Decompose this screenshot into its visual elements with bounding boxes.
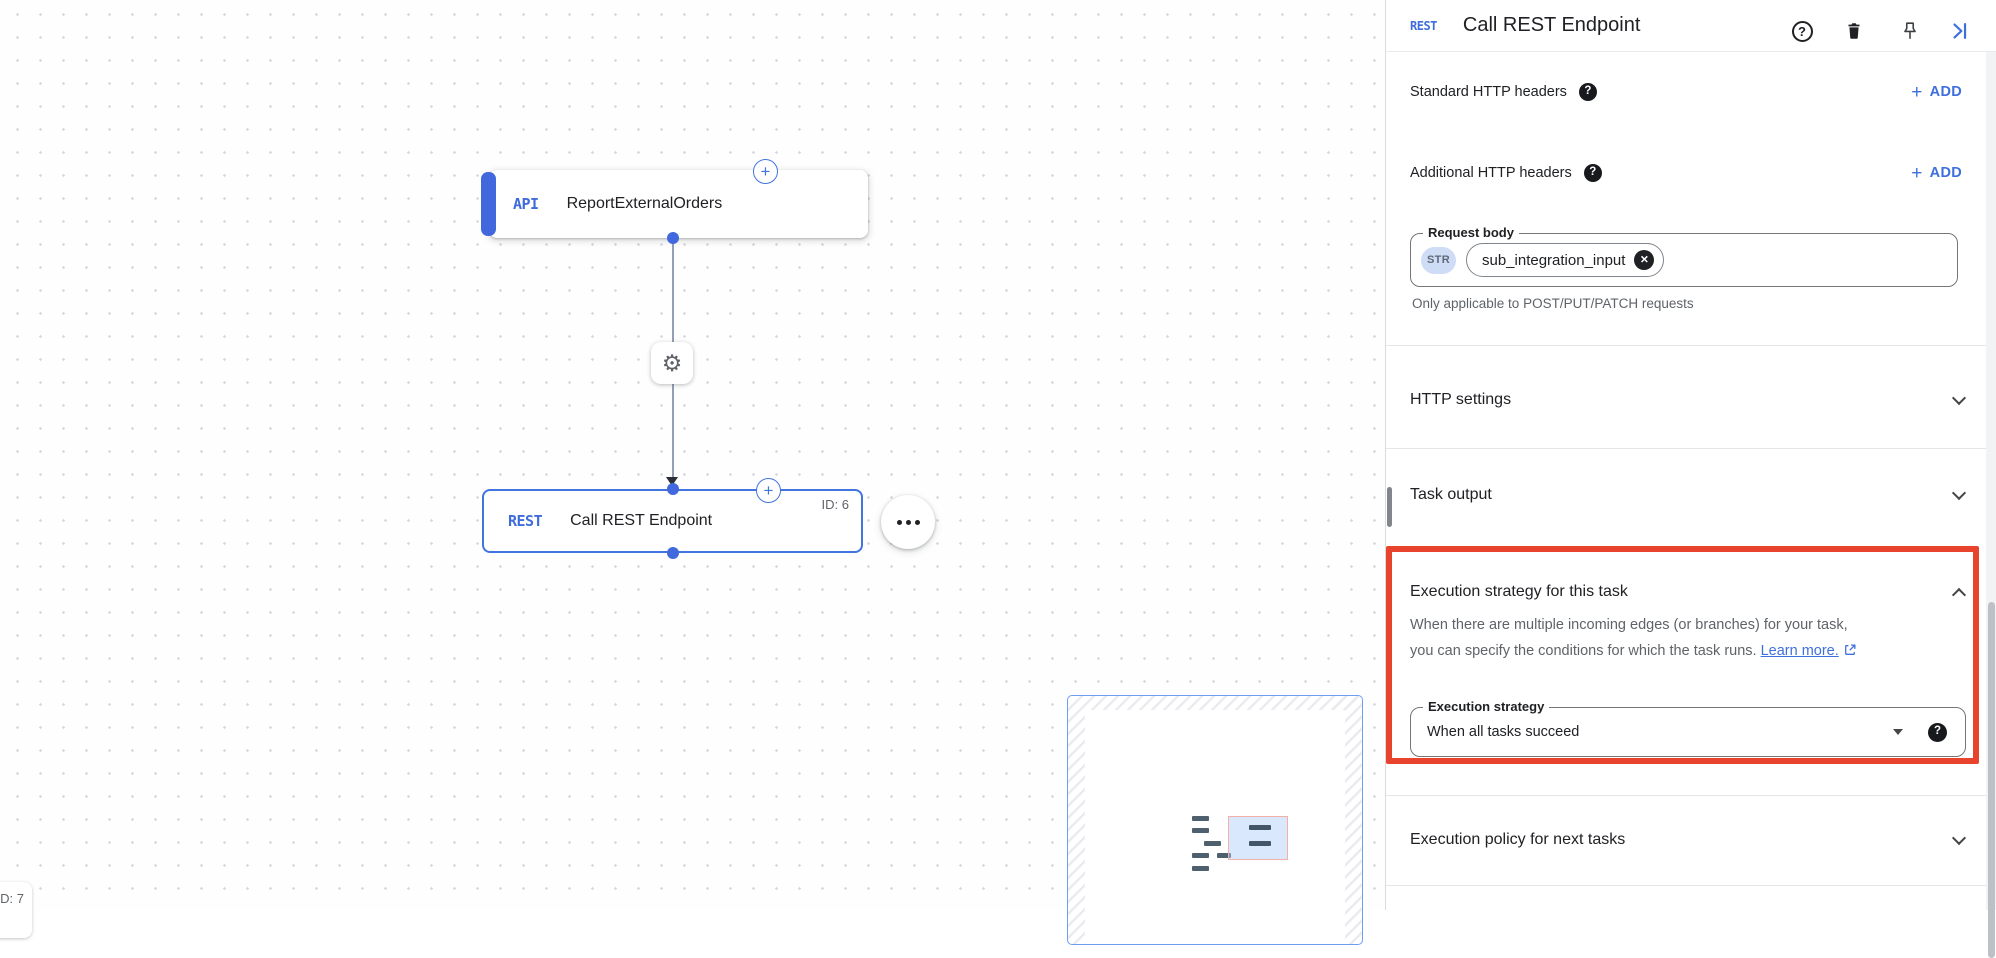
help-filled-icon[interactable]: ? [1928,722,1947,742]
help-filled-icon[interactable]: ? [1583,164,1602,182]
task-input-port[interactable] [667,483,679,495]
add-task-plus-icon[interactable]: + [756,478,781,503]
standard-http-headers-label: Standard HTTP headers ? [1410,83,1597,101]
partially-visible-node[interactable]: ID: 7 [0,882,32,938]
minimap-node-mark [1204,841,1221,846]
minimap-node-mark [1217,853,1231,858]
add-task-plus-icon[interactable]: + [753,159,778,184]
request-body-helper-text: Only applicable to POST/PUT/PATCH reques… [1412,296,1694,311]
add-standard-header-button[interactable]: + ADD [1911,81,1962,103]
additional-http-headers-row: Additional HTTP headers ? + ADD [1410,151,1962,195]
string-type-badge: STR [1421,246,1456,274]
request-body-variable-chip[interactable]: sub_integration_input ✕ [1466,243,1665,277]
divider [1386,885,1996,886]
pin-icon [1904,22,1916,39]
panel-scrollbar-thumb-left[interactable] [1387,487,1392,527]
remove-variable-icon[interactable]: ✕ [1634,250,1655,270]
execution-policy-accordion[interactable]: Execution policy for next tasks [1410,814,1967,866]
additional-http-headers-label: Additional HTTP headers ? [1410,164,1602,182]
task-node-id: ID: 6 [821,497,849,512]
trigger-accent-bar [481,172,496,236]
minimap-viewport[interactable] [1228,816,1288,860]
chevron-down-icon [1951,390,1967,405]
trigger-output-port[interactable] [667,232,679,244]
execution-strategy-description: When there are multiple incoming edges (… [1410,612,1970,664]
trigger-node-report-external-orders[interactable]: API ReportExternalOrders [481,170,868,238]
panel-header: REST Call REST Endpoint [1386,0,1996,52]
chevron-down-icon [1951,830,1967,845]
task-output-port[interactable] [667,547,679,559]
node-more-options-button[interactable] [881,495,935,549]
minimap-node-mark [1192,816,1209,821]
execution-strategy-field-label: Execution strategy [1423,699,1550,714]
chevron-up-icon [1951,587,1967,602]
trash-icon [1848,23,1860,39]
divider [1386,795,1996,796]
minimap-node-mark [1192,853,1209,858]
panel-title: Call REST Endpoint [1462,14,1641,36]
external-link-icon [1844,644,1856,655]
collapse-panel-icon [1953,23,1967,39]
api-trigger-badge: API [513,195,539,213]
minimap-node-mark [1249,841,1271,846]
trigger-node-title: ReportExternalOrders [566,195,723,212]
task-node-call-rest-endpoint[interactable]: REST Call REST Endpoint ID: 6 [482,489,863,553]
more-options-icon [896,519,902,525]
minimap-inner [1085,710,1345,944]
plus-icon: + [1911,81,1923,103]
learn-more-link[interactable]: Learn more. [1760,643,1839,659]
chevron-down-icon [1951,485,1967,500]
task-node-title: Call REST Endpoint [570,512,713,529]
panel-scrollbar-track[interactable] [1986,52,1996,958]
request-body-label: Request body [1423,225,1519,240]
execution-strategy-dropdown[interactable]: Execution strategy When all tasks succee… [1410,699,1966,757]
help-icon: ? [1791,20,1813,42]
canvas-minimap[interactable] [1067,695,1363,945]
pin-panel-button[interactable] [1898,19,1922,43]
standard-http-headers-row: Standard HTTP headers ? + ADD [1410,70,1962,114]
divider [1386,345,1996,346]
collapse-panel-button[interactable] [1948,19,1972,43]
add-additional-header-button[interactable]: + ADD [1911,162,1962,184]
minimap-node-mark [1192,828,1209,833]
rest-task-badge: REST [508,512,543,530]
edge-gear-icon[interactable]: ⚙ [651,342,693,384]
task-output-accordion[interactable]: Task output [1410,469,1967,521]
panel-scrollbar-thumb[interactable] [1987,602,1995,958]
flow-canvas[interactable]: API ReportExternalOrders + ⚙ REST Call R… [0,0,1385,945]
delete-task-button[interactable] [1842,19,1866,43]
help-filled-icon[interactable]: ? [1578,83,1597,101]
execution-strategy-accordion[interactable]: Execution strategy for this task [1410,568,1967,616]
divider [1386,448,1996,449]
edge-arrowhead [666,477,678,486]
minimap-node-mark [1192,866,1209,871]
dropdown-caret-icon [1893,729,1903,735]
rest-badge: REST [1410,18,1437,33]
plus-icon: + [1911,162,1923,184]
minimap-node-mark [1249,825,1271,830]
task-config-panel: REST Call REST Endpoint ? Standard HTTP … [1385,0,1996,958]
http-settings-accordion[interactable]: HTTP settings [1410,374,1967,426]
offscreen-node-id: ID: 7 [0,891,24,906]
execution-strategy-value: When all tasks succeed [1427,724,1580,740]
help-button[interactable]: ? [1790,19,1814,43]
request-body-field[interactable]: Request body STR sub_integration_input ✕ [1410,225,1958,287]
